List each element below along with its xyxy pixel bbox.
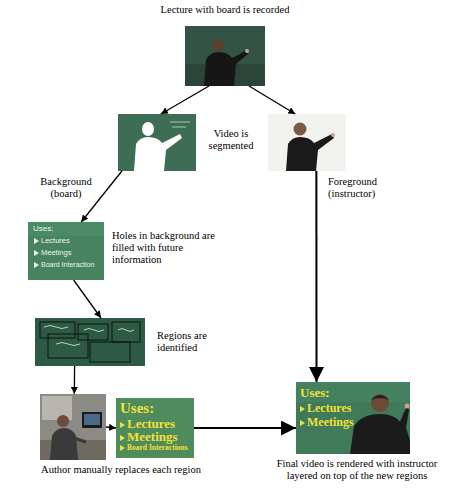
regions-photo [84,329,104,332]
flow-arrow [106,427,116,428]
regions-photo [78,324,108,340]
regions-photo [112,322,140,342]
final-video-photo [296,382,410,454]
regions-photo [56,343,80,346]
author-photo [82,412,102,428]
foreground-photo [268,114,346,171]
board-text: Uses: [33,225,53,234]
video-frame: Author manually replaces each region [40,394,106,460]
board-text: Lectures [34,237,70,245]
lecture-photo [212,39,224,51]
author-photo [42,396,72,420]
board-text: Meetings [34,249,71,257]
regions-photo [44,326,68,329]
background-photo [142,122,154,136]
board-text: Meetings [300,416,354,429]
foreground-photo [331,133,335,137]
final-video-photo [296,382,410,454]
step-caption: Regions are identified [157,330,219,354]
step-caption: Foreground (instructor) [328,176,408,200]
foreground-photo [286,134,334,171]
author-photo [57,415,69,427]
region-panel: Uses:LecturesMeetingsBoard Interactions [116,398,194,458]
flow-arrow [74,366,76,394]
filled-board-photo [28,222,104,280]
lecture-photo [245,49,249,53]
region-text: Lectures [120,417,175,431]
board-text: Uses: [300,386,330,400]
author-photo [50,428,78,460]
background-photo [170,122,190,123]
lecture-photo [185,26,265,86]
step-caption: Author manually replaces each region [6,464,236,476]
step-caption: Final video is rendered with instructor … [264,458,450,482]
regions-photo [90,342,130,362]
author-photo [40,394,106,460]
foreground-photo [294,123,307,136]
regions-photo [48,334,88,358]
author-photo [74,438,86,442]
background-photo [118,114,196,171]
background-photo [118,114,196,171]
flow-arrow [161,86,209,114]
flow-arrow [315,171,317,382]
final-video-photo [296,382,410,402]
regions-photo [40,322,75,338]
filled-board-photo [28,222,104,236]
flow-arrow [194,427,296,429]
foreground-photo [268,114,346,171]
board-text: Lectures [300,402,351,415]
region-text: Uses: [120,401,154,417]
step-caption: Background (board) [26,176,106,200]
final-video-photo [405,404,410,409]
flow-arrow [249,86,295,114]
author-photo [40,394,106,460]
author-photo [84,414,100,425]
regions-photo [35,318,145,366]
video-frame: Foreground (instructor) [268,114,346,171]
lecture-photo [204,50,248,86]
region-text: Meetings [120,430,178,444]
region-text: Board Interactions [120,444,188,452]
final-video-photo [350,407,410,454]
step-caption: Lecture with board is recorded [125,4,325,16]
video-frame: Lecture with board is recorded [185,26,265,86]
video-frame: Regions are identified [35,318,145,366]
background-photo [172,127,186,128]
video-frame: Background (board) [118,114,196,171]
lecture-photo [185,26,265,86]
flow-arrow [74,280,101,318]
regions-photo [118,329,134,332]
step-caption: Holes in background are filled with futu… [112,230,230,266]
step-label: Video is segmented [200,128,262,151]
background-photo [134,134,182,171]
filled-board-photo [28,222,104,280]
final-video-photo [371,394,389,412]
board-text: Board Interaction [34,261,94,269]
regions-photo [35,318,145,366]
final-video-photo [371,395,389,400]
